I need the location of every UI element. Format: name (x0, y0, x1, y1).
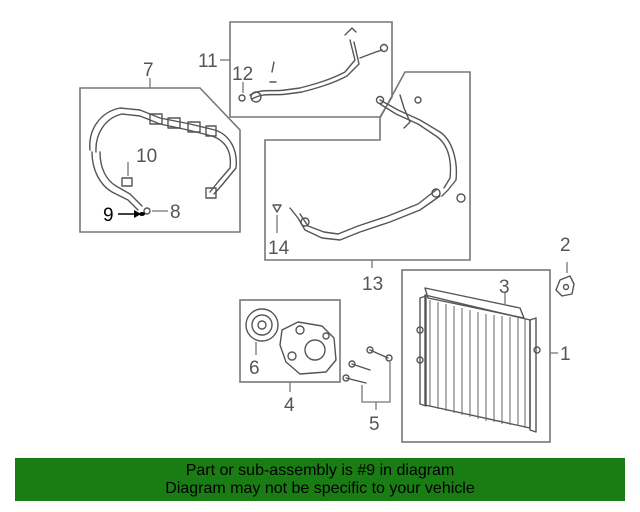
pipe-assembly-13 (264, 71, 471, 261)
callout-14: 14 (268, 238, 290, 259)
bolts-5 (342, 346, 393, 384)
callout-13: 13 (362, 274, 383, 295)
callout-10: 10 (136, 146, 157, 167)
callout-3: 3 (499, 277, 510, 298)
callout-2: 2 (560, 235, 571, 256)
callout-9: 9 (103, 205, 114, 226)
callout-6: 6 (249, 358, 260, 379)
part-9-highlight (118, 210, 145, 218)
hose-assembly-7 (79, 87, 241, 233)
banner-line-2: Diagram may not be specific to your vehi… (165, 480, 475, 497)
callout-7: 7 (143, 60, 154, 81)
callout-5: 5 (369, 414, 380, 435)
info-banner: Part or sub-assembly is #9 in diagram Di… (15, 458, 625, 501)
callout-12: 12 (232, 64, 253, 85)
callout-4: 4 (284, 395, 295, 416)
callout-8: 8 (170, 202, 181, 223)
callout-1: 1 (560, 344, 571, 365)
banner-line-1: Part or sub-assembly is #9 in diagram (185, 462, 455, 479)
callout-11: 11 (198, 51, 218, 72)
condenser-assembly-1 (401, 269, 551, 443)
bracket-2 (555, 275, 575, 297)
hose-assembly-11 (229, 21, 393, 118)
